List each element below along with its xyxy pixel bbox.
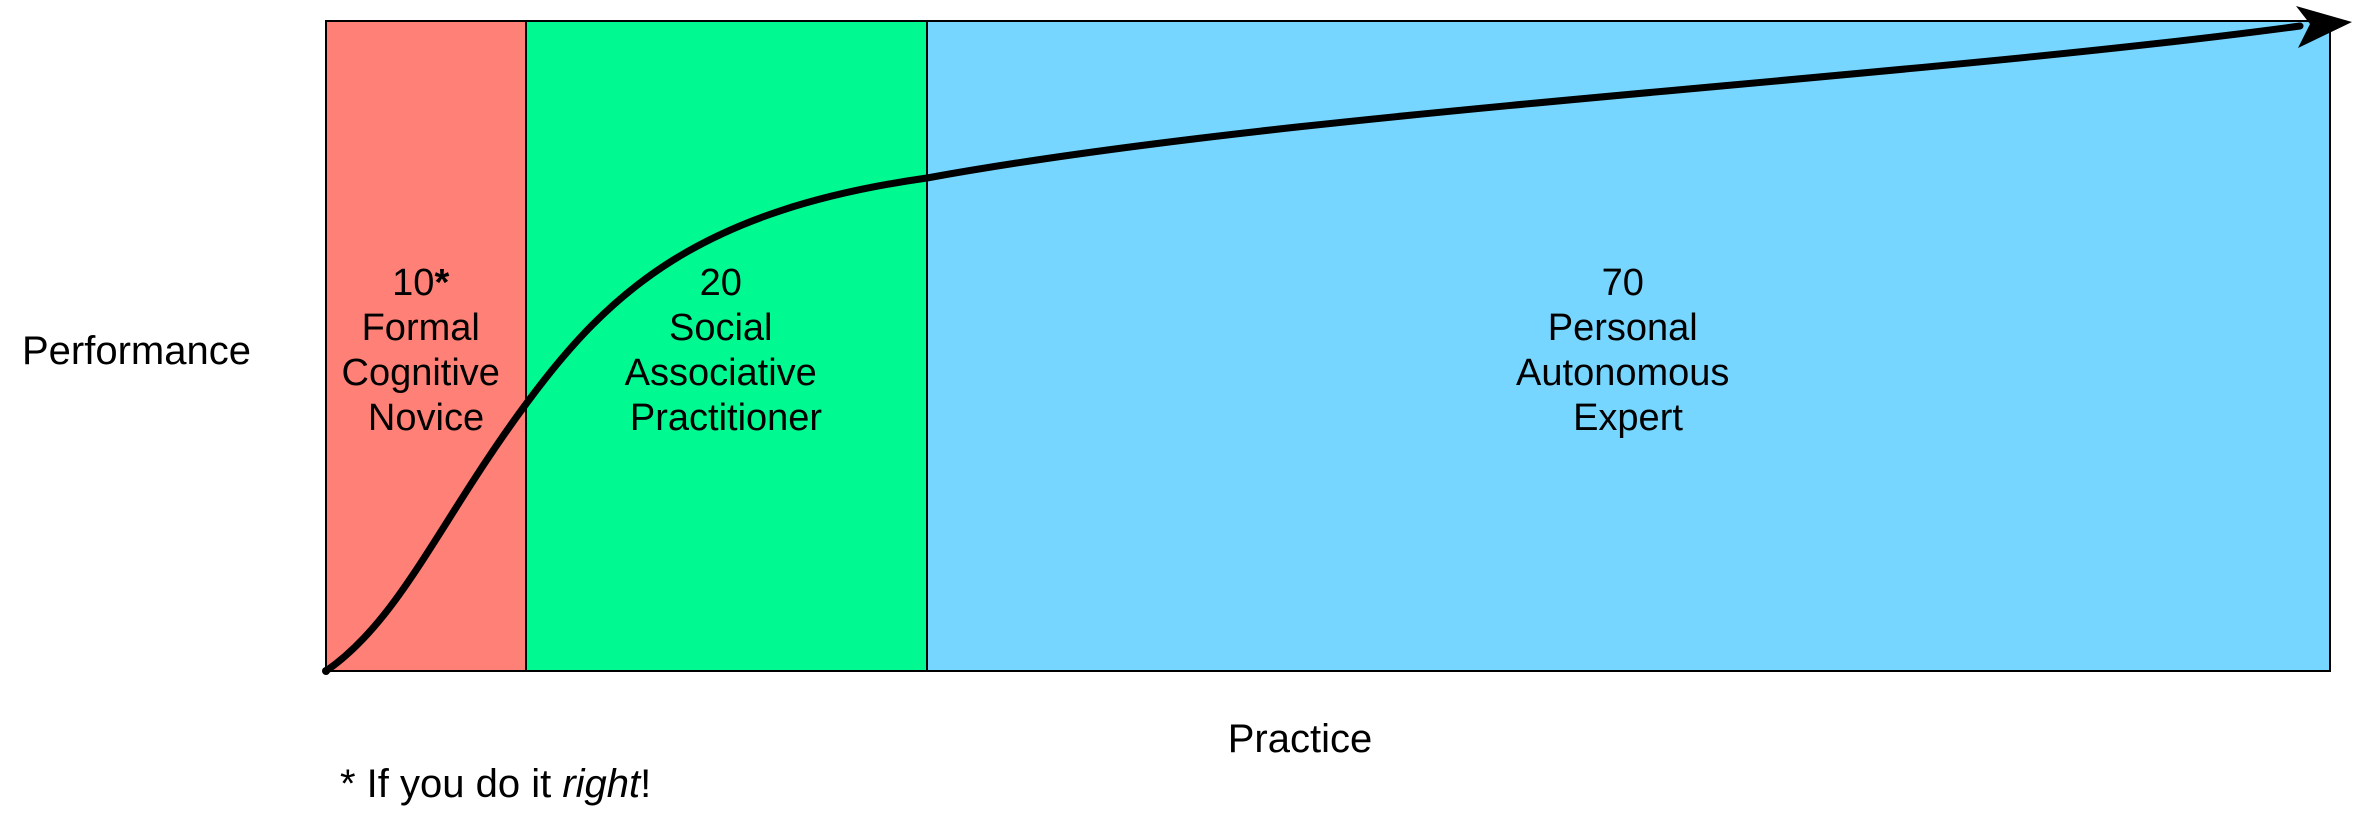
footnote: * If you do it right! [340,762,651,807]
curve-arrowhead-icon [2296,6,2352,48]
footnote-prefix: * If you do it [340,762,563,806]
zone-1-label: 10* Formal Cognitive Novice [342,262,511,439]
zone-formal-cognitive-novice [325,20,527,672]
footnote-emphasis: right [562,762,641,806]
curve-start-point [322,667,330,675]
zone-personal-autonomous-expert [926,20,2331,672]
x-axis-label: Practice [1228,717,1373,761]
zone-2-label: 20 Social Associative Practitioner [625,262,828,439]
footnote-suffix: ! [640,762,652,806]
y-axis-label: Performance [22,329,251,373]
zone-3-label: 70 Personal Autonomous Expert [1516,262,1740,439]
learning-curve-line [322,22,2304,675]
zone-social-associative-practitioner [525,20,928,672]
